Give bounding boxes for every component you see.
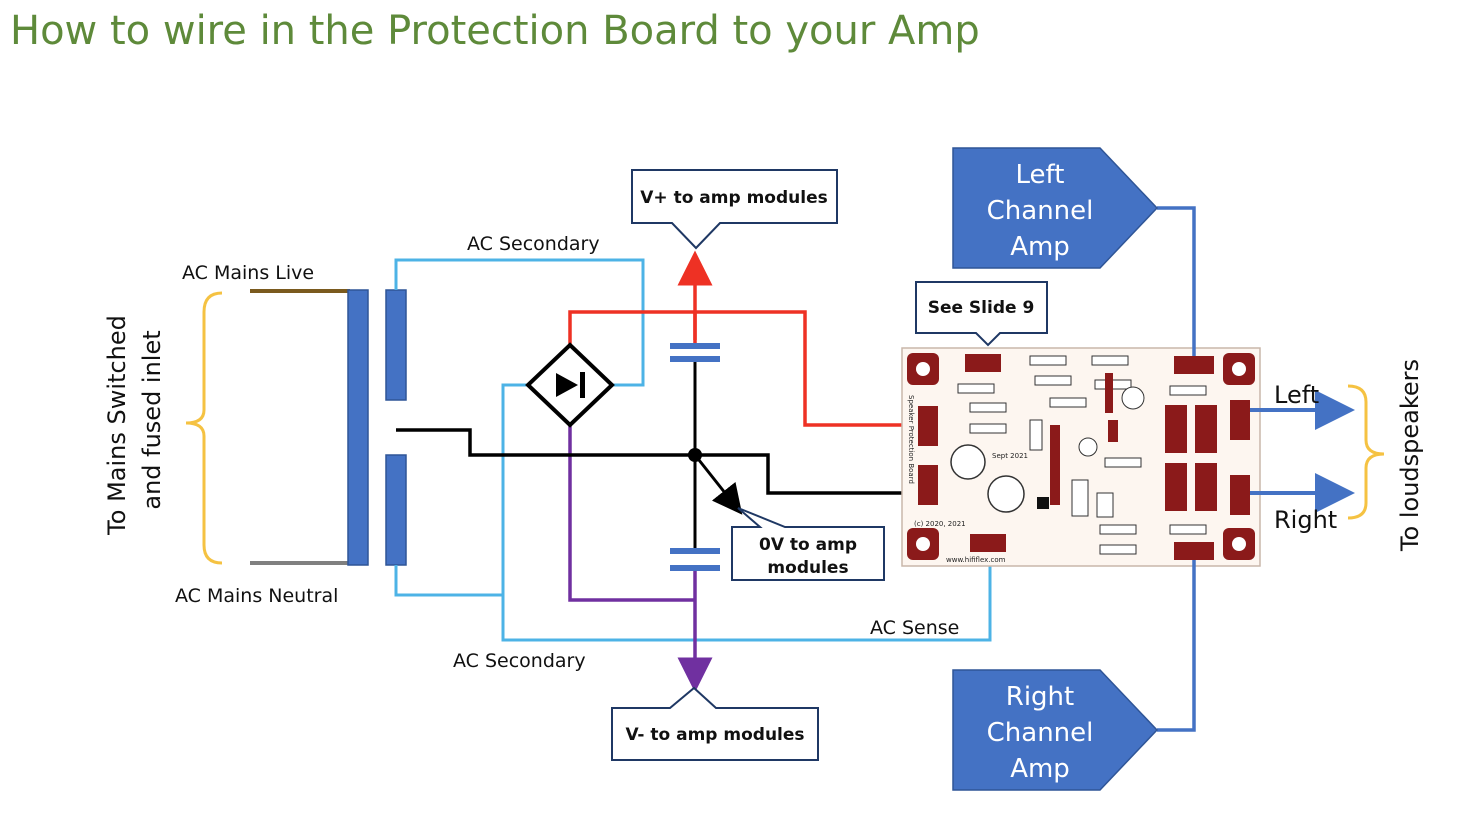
right-amp-label-1: Right — [1006, 682, 1074, 712]
pcb-copyright: (c) 2020, 2021 — [914, 520, 966, 528]
bridge-rectifier — [525, 342, 615, 428]
mains-bracket — [185, 291, 223, 565]
see-slide-label: See Slide 9 — [928, 298, 1035, 318]
mains-inlet-label-1: To Mains Switched — [103, 315, 131, 536]
left-channel-amp: Left Channel Amp — [952, 147, 1159, 269]
left-amp-label-3: Amp — [1010, 232, 1070, 262]
to-loudspeakers-label: To loudspeakers — [1396, 359, 1424, 552]
transformer-secondary-lower — [385, 454, 407, 566]
ac-secondary-wire-top — [394, 258, 645, 387]
diode-icon — [556, 373, 578, 397]
pcb-website: www.hififlex.com — [946, 556, 1006, 564]
v-plus-callout: V+ to amp modules — [631, 169, 838, 250]
right-output-label: Right — [1274, 506, 1337, 534]
page-title: How to wire in the Protection Board to y… — [10, 8, 980, 54]
pcb-date: Sept 2021 — [992, 452, 1028, 460]
positive-rail-wire — [568, 310, 915, 427]
ac-sense-wire — [501, 383, 992, 642]
protection-board: Speaker Protection Board (c) 2020, 2021 … — [901, 347, 1261, 567]
ac-sense-label: AC Sense — [870, 617, 959, 639]
v-minus-callout: V- to amp modules — [611, 686, 819, 761]
zero-v-label-1: 0V to amp — [759, 535, 857, 555]
right-amp-label-2: Channel — [987, 718, 1094, 748]
right-amp-wire — [1157, 560, 1196, 732]
left-output-label: Left — [1274, 381, 1319, 409]
ac-secondary-bottom-label: AC Secondary — [453, 650, 586, 672]
zero-v-label-2: modules — [767, 558, 848, 578]
ac-secondary-top-label: AC Secondary — [467, 233, 600, 255]
zero-v-callout: 0V to amp modules — [731, 507, 885, 581]
left-amp-label-2: Channel — [987, 196, 1094, 226]
negative-rail-wire — [568, 425, 695, 602]
v-minus-label: V- to amp modules — [625, 725, 804, 745]
ground-wire — [396, 428, 915, 495]
transformer-primary — [347, 289, 369, 566]
transformer-secondary-upper — [385, 289, 407, 401]
capacitor-positive — [670, 343, 720, 362]
left-amp-label-1: Left — [1016, 160, 1065, 190]
speaker-bracket — [1347, 384, 1385, 520]
capacitor-negative — [670, 548, 720, 571]
right-channel-amp: Right Channel Amp — [952, 669, 1159, 791]
v-plus-label: V+ to amp modules — [640, 188, 827, 208]
right-amp-label-3: Amp — [1010, 754, 1070, 784]
ac-mains-neutral-label: AC Mains Neutral — [175, 585, 338, 607]
left-amp-wire — [1157, 206, 1196, 356]
ac-mains-live-label: AC Mains Live — [182, 262, 314, 284]
ac-secondary-wire-bottom — [394, 565, 503, 597]
see-slide-callout: See Slide 9 — [915, 281, 1048, 347]
pcb-side-label: Speaker Protection Board — [907, 395, 915, 484]
mains-inlet-label-2: and fused inlet — [138, 330, 166, 509]
zero-v-arrow — [693, 454, 743, 515]
